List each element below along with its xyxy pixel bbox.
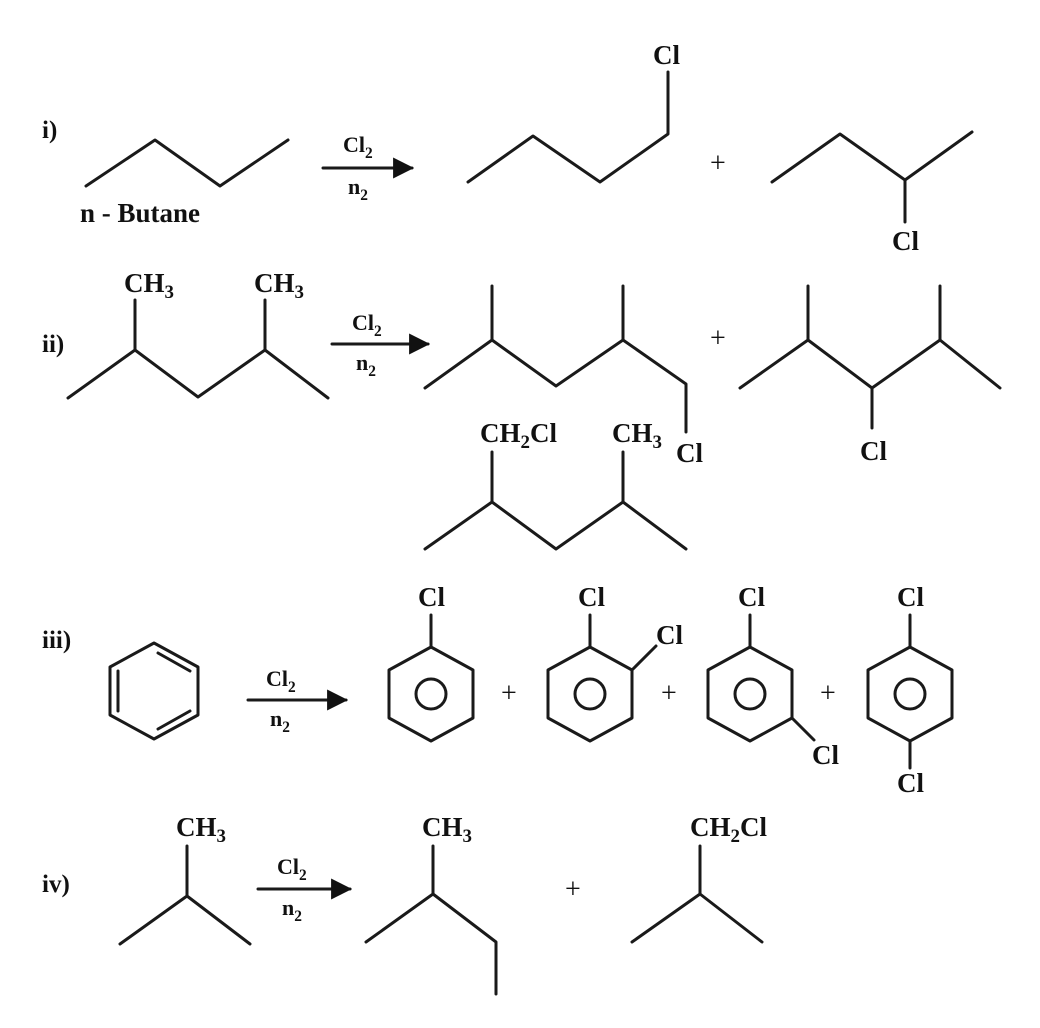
chloromethyl-methylpentane-skeleton [423, 500, 688, 551]
reaction-number-iv: iv) [42, 871, 70, 898]
reaction-number-iii: iii) [42, 627, 71, 654]
reagent-label: Cl2 [343, 132, 373, 162]
plus-sign: + [820, 678, 836, 709]
reaction-ii: ii) CH3 CH3 Cl2 n2 Cl + Cl CH2Cl CH3 [42, 268, 1002, 551]
chloro-label: Cl [676, 438, 703, 468]
reaction-iii: iii) Cl2 n2 Cl + Cl Cl [42, 582, 954, 798]
chlorobutane-1-skeleton [466, 70, 670, 184]
chloro-label: Cl [418, 582, 445, 612]
meta-dichlorobenzene: Cl Cl [706, 582, 839, 770]
chloro-label: Cl [860, 436, 887, 466]
benzene-ring [108, 641, 200, 741]
chlorobutane-2-skeleton [770, 130, 974, 184]
reaction-arrow-ii: Cl2 n2 [330, 310, 431, 380]
para-dichlorobenzene: Cl Cl [866, 582, 954, 798]
reaction-i: i) n - Butane Cl2 n2 Cl + Cl [42, 40, 974, 256]
reaction-arrow-iv: Cl2 n2 [256, 854, 353, 925]
condition-label: n2 [270, 706, 290, 736]
chloro-label: Cl [738, 582, 765, 612]
reagent-label: Cl2 [352, 310, 382, 340]
chloro-label: Cl [656, 620, 683, 650]
methyl-label: CH3 [176, 812, 226, 847]
chloro-label: Cl [578, 582, 605, 612]
chloro-label: Cl [653, 40, 680, 70]
reagent-label: Cl2 [277, 854, 307, 884]
methyl-label: CH3 [124, 268, 174, 303]
reaction-arrow-iii: Cl2 n2 [246, 666, 349, 736]
chloro-label: Cl [897, 768, 924, 798]
condition-label: n2 [348, 174, 368, 204]
chloromethyl-label: CH2Cl [690, 812, 767, 847]
chloro-label: Cl [812, 740, 839, 770]
methyl-label: CH3 [254, 268, 304, 303]
condition-label: n2 [356, 350, 376, 380]
chlorobenzene: Cl [387, 582, 475, 743]
methyl-label: CH3 [422, 812, 472, 847]
reaction-number-i: i) [42, 117, 57, 144]
reaction-arrow-i: Cl2 n2 [321, 132, 415, 204]
chloro-label: Cl [892, 226, 919, 256]
plus-sign: + [710, 148, 726, 179]
chloro-methylpropane-skeleton [364, 892, 498, 996]
reaction-iv: iv) CH3 Cl2 n2 CH3 + CH2Cl [42, 812, 767, 996]
chloro-dimethylpentane-1-skeleton [423, 338, 688, 434]
reaction-number-ii: ii) [42, 331, 64, 358]
plus-sign: + [710, 323, 726, 354]
n-butane-label: n - Butane [80, 198, 200, 228]
chloromethyl-label: CH2Cl [480, 418, 557, 453]
chloro-dimethylpentane-3-skeleton [738, 338, 1002, 390]
condition-label: n2 [282, 895, 302, 925]
plus-sign: + [661, 678, 677, 709]
plus-sign: + [565, 874, 581, 905]
dimethylpentane-skeleton [66, 348, 330, 400]
chloro-label: Cl [897, 582, 924, 612]
plus-sign: + [501, 678, 517, 709]
n-butane-skeleton [84, 138, 290, 188]
reagent-label: Cl2 [266, 666, 296, 696]
ortho-dichlorobenzene: Cl Cl [546, 582, 683, 743]
chloromethyl-propane-skeleton [630, 892, 764, 944]
isobutane-skeleton [118, 894, 252, 946]
methyl-label: CH3 [612, 418, 662, 453]
